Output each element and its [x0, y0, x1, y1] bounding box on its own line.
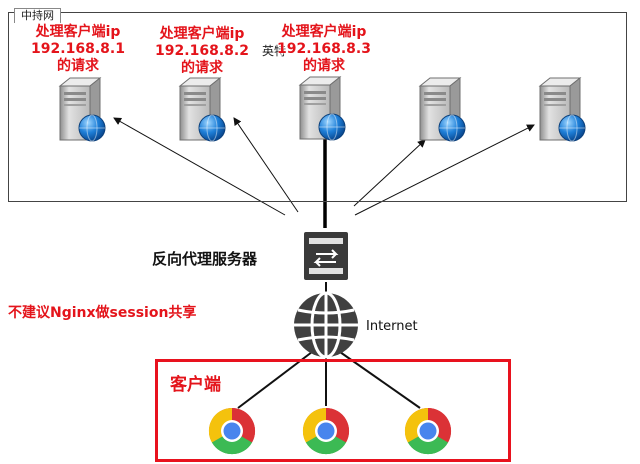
server-1-label: 处理客户端ip 192.168.8.1 的请求	[8, 24, 148, 75]
arrow-to-server-4	[353, 139, 426, 207]
server-2-label-line-3: 的请求	[181, 60, 223, 76]
server-3-label-line-2: 192.168.8.3	[277, 41, 371, 57]
server-2-label-line-2: 192.168.8.2	[155, 43, 249, 59]
arrow-to-server-1	[113, 117, 286, 216]
cluster-tab-label: 中持网	[14, 8, 61, 23]
proxy-label: 反向代理服务器	[152, 250, 258, 268]
server-1-label-line-2: 192.168.8.1	[31, 41, 125, 57]
server-3-label: 处理客户端ip 192.168.8.3 的请求	[254, 24, 394, 75]
globe-icon	[294, 291, 358, 359]
server-1-label-line-3: 的请求	[57, 58, 99, 74]
session-note: 不建议Nginx做session共享	[8, 305, 197, 321]
arrow-to-server-5	[354, 124, 535, 216]
server-3-label-line-3: 的请求	[303, 58, 345, 74]
server-3-label-line-1: 处理客户端ip	[281, 24, 367, 40]
client-group-label: 客户端	[170, 375, 221, 395]
cluster-background-text: 英特	[262, 44, 287, 58]
reverse-proxy-icon	[304, 232, 348, 280]
server-cluster-box	[8, 12, 627, 202]
server-2-label: 处理客户端ip 192.168.8.2 的请求	[132, 26, 272, 77]
client-group-box	[155, 359, 511, 462]
server-2-label-line-1: 处理客户端ip	[159, 26, 245, 42]
server-1-label-line-1: 处理客户端ip	[35, 24, 121, 40]
internet-label: Internet	[366, 319, 418, 334]
arrow-to-server-2	[233, 117, 299, 213]
